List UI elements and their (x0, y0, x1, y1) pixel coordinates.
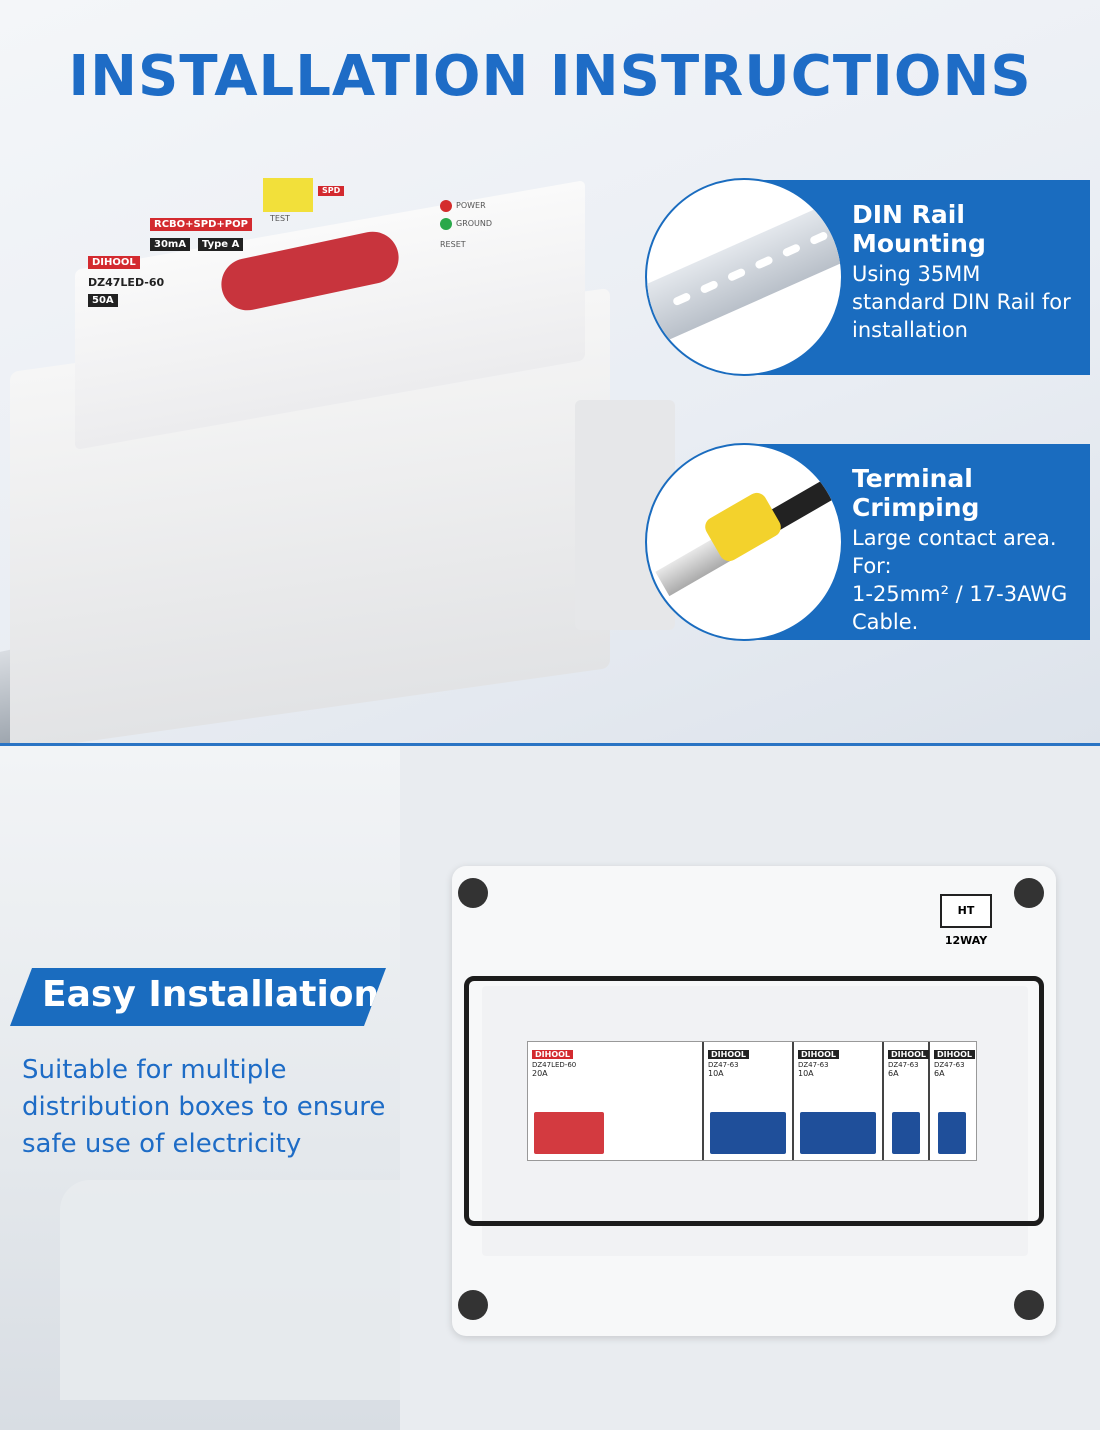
section-divider (0, 743, 1100, 746)
power-label: POWER (456, 201, 486, 210)
type-label: RCBO+SPD+POP (150, 218, 252, 231)
callout-text: Using 35MM standard DIN Rail for install… (852, 262, 1071, 342)
ground-led (440, 218, 452, 230)
banner-heading: Easy Installation (42, 974, 380, 1015)
module-model: DZ47-63 (888, 1061, 919, 1069)
spd-label: SPD (318, 186, 345, 196)
rcbo-module: DIHOOL DZ47LED-60 20A (528, 1042, 704, 1160)
module-brand: DIHOOL (798, 1050, 840, 1059)
module-rating: 6A (934, 1069, 945, 1078)
type-a-label: Type A (198, 238, 244, 251)
reset-label: RESET (440, 240, 466, 249)
distribution-box: HT 12WAY DIHOOL DZ47LED-60 20A DIHOOL DZ… (452, 866, 1056, 1336)
power-led (440, 200, 452, 212)
module-rating: 10A (798, 1069, 814, 1078)
sofa-image (60, 1180, 400, 1400)
page-title: INSTALLATION INSTRUCTIONS (68, 44, 1032, 109)
module-model: DZ47LED-60 (532, 1061, 577, 1069)
screw (1014, 878, 1044, 908)
callout-text: Large contact area.For:1-25mm² / 17-3AWG… (852, 526, 1068, 634)
module-model: DZ47-63 (708, 1061, 739, 1069)
module-rating: 20A (532, 1069, 548, 1078)
mcb-module: DIHOOL DZ47-63 6A (930, 1042, 976, 1160)
mcb-toggle (892, 1112, 920, 1154)
mcb-toggle (710, 1112, 786, 1154)
easy-installation-banner: Easy Installation (10, 968, 386, 1026)
screw (458, 1290, 488, 1320)
module-rating: 10A (708, 1069, 724, 1078)
crimp-terminal-image (645, 443, 843, 641)
box-gasket (464, 976, 1044, 1226)
module-brand: DIHOOL (532, 1050, 574, 1059)
mcb-toggle (800, 1112, 876, 1154)
easy-installation-text: Suitable for multiple distribution boxes… (22, 1055, 386, 1159)
mcb-module: DIHOOL DZ47-63 10A (794, 1042, 884, 1160)
brand-logo: DIHOOL (88, 256, 140, 269)
room-background (0, 746, 400, 1430)
din-rail-image (645, 178, 843, 376)
box-label: HT 12WAY (940, 894, 992, 947)
module-brand: DIHOOL (888, 1050, 930, 1059)
module-brand: DIHOOL (708, 1050, 750, 1059)
mcb-module: DIHOOL DZ47-63 6A (884, 1042, 930, 1160)
test-label: TEST (270, 214, 290, 223)
module-brand: DIHOOL (934, 1050, 976, 1059)
module-model: DZ47-63 (934, 1061, 965, 1069)
rating-label: 50A (88, 294, 118, 307)
breaker-row: DIHOOL DZ47LED-60 20A DIHOOL DZ47-63 10A… (527, 1041, 977, 1161)
ground-label: GROUND (456, 219, 493, 228)
screw (458, 878, 488, 908)
model-label: DZ47LED-60 (88, 276, 165, 289)
rcbo-toggle (534, 1112, 604, 1154)
screw (1014, 1290, 1044, 1320)
mcb-module: DIHOOL DZ47-63 10A (704, 1042, 794, 1160)
mcb-toggle (938, 1112, 966, 1154)
sensitivity-label: 30mA (150, 238, 191, 251)
test-button (263, 178, 313, 212)
module-rating: 6A (888, 1069, 899, 1078)
module-model: DZ47-63 (798, 1061, 829, 1069)
